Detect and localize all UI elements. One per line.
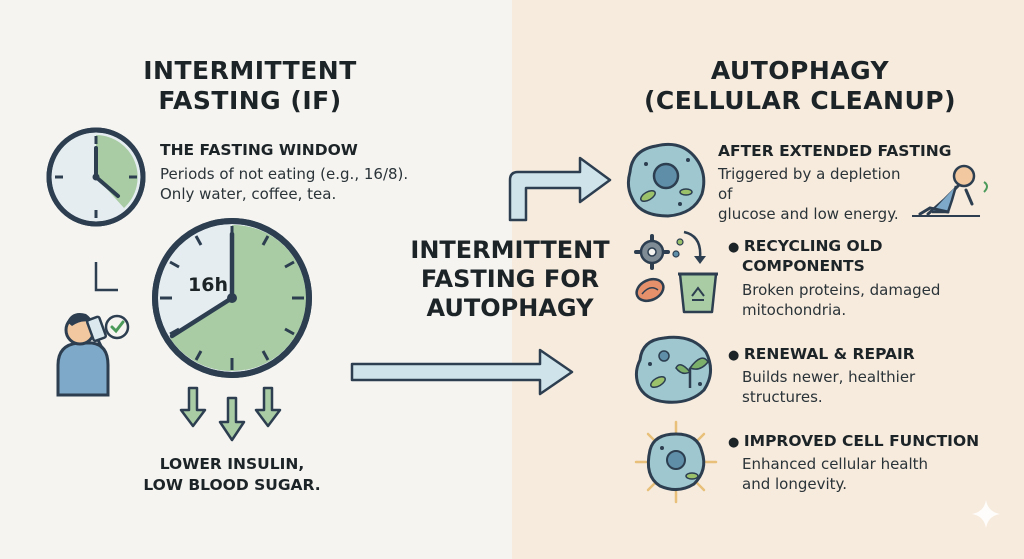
item-1-heading: AFTER EXTENDED FASTING [718, 142, 952, 160]
right-title-line1: AUTOPHAGY [710, 56, 890, 85]
glowing-cell-icon [634, 420, 718, 504]
left-title: INTERMITTENT FASTING (IF) [95, 56, 405, 116]
bent-arrow-icon [508, 156, 612, 222]
item-3-heading-label: RENEWAL & REPAIR [743, 345, 915, 363]
item-2-text: Broken proteins, damaged mitochondria. [742, 280, 972, 320]
bullet-icon: ● [728, 348, 744, 363]
center-title: INTERMITTENT FASTING FOR AUTOPHAGY [380, 236, 640, 323]
bullet-icon: ● [728, 435, 744, 450]
item-1-text: Triggered by a depletion of glucose and … [718, 164, 918, 224]
item-3-text1: Builds newer, healthier [742, 368, 916, 386]
left-title-line1: INTERMITTENT [143, 56, 357, 85]
resting-person-icon [912, 164, 988, 217]
person-drinking-icon [56, 313, 130, 397]
right-title-line2: (CELLULAR CLEANUP) [643, 86, 957, 115]
center-title-line3: AUTOPHAGY [426, 294, 594, 322]
result-line1: LOWER INSULIN, [159, 455, 305, 473]
item-4-text1: Enhanced cellular health [742, 455, 929, 473]
item-2-heading: ● RECYCLING OLD COMPONENTS [728, 237, 882, 276]
left-title-line2: FASTING (IF) [158, 86, 342, 115]
connector-line [94, 262, 118, 292]
recycling-icon [634, 230, 718, 314]
small-clock-icon [46, 127, 146, 227]
right-title: AUTOPHAGY (CELLULAR CLEANUP) [630, 56, 970, 116]
item-2-heading2: COMPONENTS [742, 257, 865, 275]
item-2-heading1: RECYCLING OLD [743, 237, 883, 255]
right-panel-background [512, 0, 1024, 559]
bullet-icon: ● [728, 240, 744, 255]
big-clock-icon [152, 218, 312, 378]
cell-icon [626, 142, 706, 218]
sparkle-icon [972, 500, 1000, 528]
item-4-heading: ● IMPROVED CELL FUNCTION [728, 432, 979, 452]
item-4-heading-label: IMPROVED CELL FUNCTION [743, 432, 980, 450]
item-2-text1: Broken proteins, damaged [742, 281, 941, 299]
item-3-text2: structures. [742, 388, 823, 406]
fasting-window-heading: THE FASTING WINDOW [160, 141, 358, 159]
item-3-heading: ● RENEWAL & REPAIR [728, 345, 915, 365]
clock-label: 16h [188, 274, 228, 296]
cell-sprout-icon [634, 335, 712, 404]
fasting-window-text1: Periods of not eating (e.g., 16/8). [160, 165, 409, 183]
result-line2: LOW BLOOD SUGAR. [143, 476, 321, 494]
down-arrows-icon [179, 386, 282, 442]
horizontal-arrow-icon [350, 348, 574, 396]
center-title-line1: INTERMITTENT [410, 236, 610, 264]
item-1-text2: glucose and low energy. [718, 205, 899, 223]
item-4-text: Enhanced cellular health and longevity. [742, 454, 972, 494]
fasting-window-text: Periods of not eating (e.g., 16/8). Only… [160, 164, 460, 204]
fasting-window-text2: Only water, coffee, tea. [160, 185, 337, 203]
center-title-line2: FASTING FOR [420, 265, 600, 293]
item-2-text2: mitochondria. [742, 301, 847, 319]
item-1-text1: Triggered by a depletion of [718, 165, 901, 203]
result-text: LOWER INSULIN, LOW BLOOD SUGAR. [132, 454, 332, 496]
item-4-text2: and longevity. [742, 475, 848, 493]
item-3-text: Builds newer, healthier structures. [742, 367, 972, 407]
